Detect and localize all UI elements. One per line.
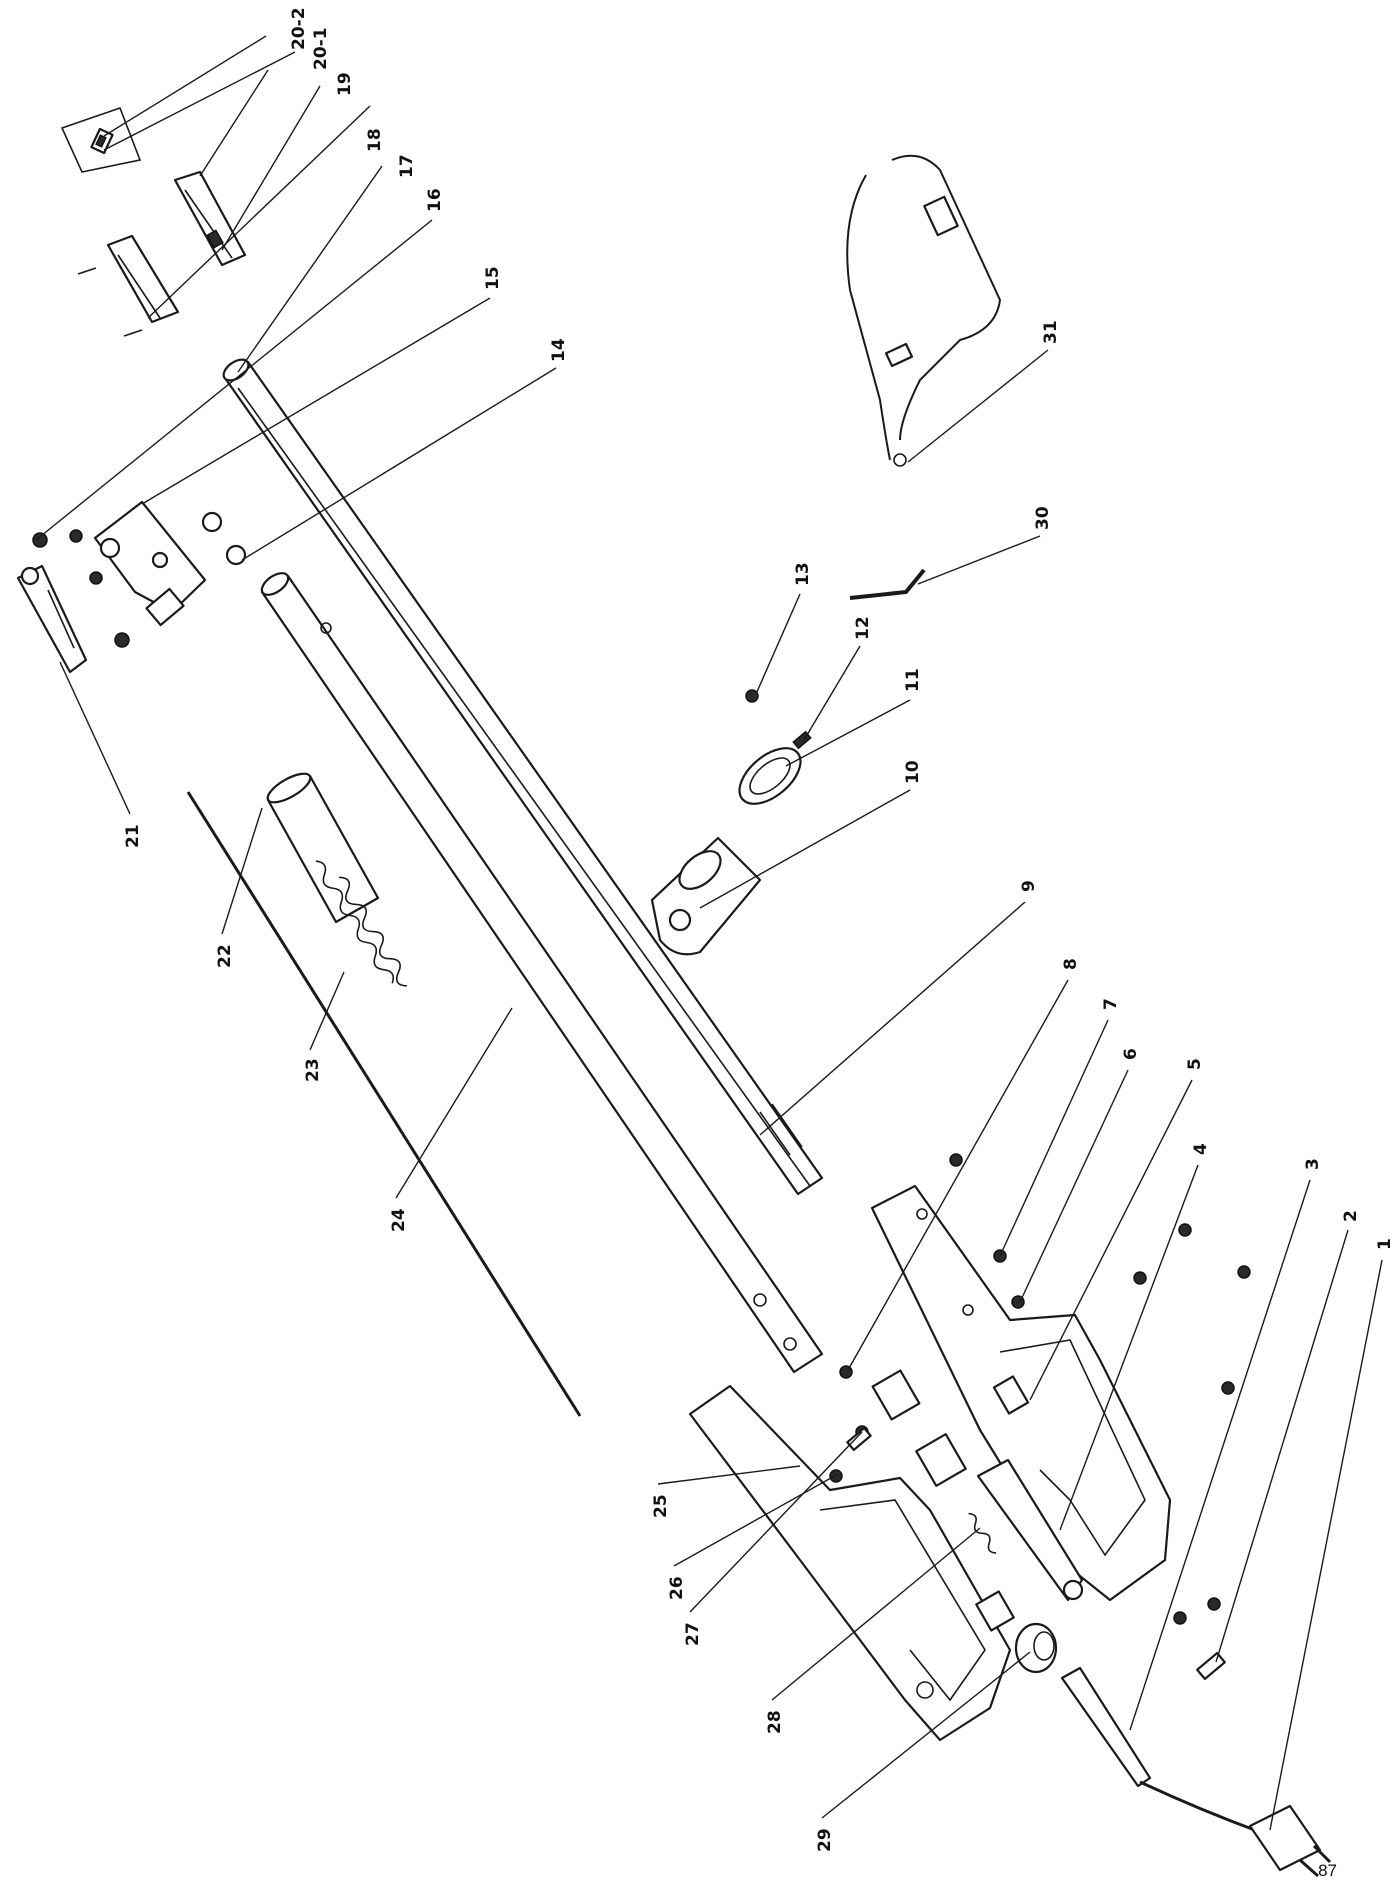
part-17-housing	[77, 234, 180, 337]
callout-18: 18	[365, 128, 385, 152]
part-10-clamp	[650, 836, 762, 956]
handle-screws	[829, 1153, 1251, 1625]
callout-25: 25	[651, 1494, 671, 1518]
callout-22: 22	[215, 944, 235, 968]
callout-23: 23	[303, 1058, 323, 1082]
callout-16: 16	[425, 188, 445, 212]
callout-11: 11	[903, 668, 923, 692]
callout-30: 30	[1033, 506, 1053, 530]
part-30-hex-key	[849, 568, 926, 600]
callout-31: 31	[1041, 320, 1061, 344]
head-screws	[32, 529, 130, 648]
part-7-8-switch	[839, 1365, 967, 1487]
part-14-spacers	[201, 511, 247, 566]
callout-9: 9	[1019, 880, 1039, 892]
callout-14: 14	[549, 338, 569, 362]
part-2-cord-clamp	[1196, 1651, 1226, 1681]
part-12-13-bolt-nut	[745, 689, 812, 750]
part-25-handle-housing	[688, 1384, 1015, 1742]
callout-1: 1	[1375, 1238, 1395, 1250]
part-19-cover	[173, 170, 247, 267]
page-number: 87	[1318, 1861, 1337, 1880]
callout-6: 6	[1121, 1048, 1141, 1060]
part-24-lower-tube	[260, 572, 824, 1374]
callout-24: 24	[389, 1208, 409, 1232]
callout-12: 12	[853, 616, 873, 640]
part-16-long-tube	[222, 358, 824, 1196]
callout-8: 8	[1061, 958, 1081, 970]
callout-26: 26	[667, 1576, 687, 1600]
part-4-trigger	[976, 1458, 1084, 1602]
callout-29: 29	[815, 1828, 835, 1852]
callout-15: 15	[483, 266, 503, 290]
part-31-shoulder-strap	[846, 154, 1002, 467]
callout-20-1: 20-1	[311, 27, 331, 70]
part-15-head-bracket	[93, 500, 207, 627]
part-11-clamp-ring	[738, 747, 802, 805]
part-29-cap	[1014, 1622, 1058, 1674]
part-1-power-cord-plug	[1139, 1780, 1332, 1878]
part-3-strain-relief	[1060, 1666, 1152, 1788]
callout-20-2: 20-2	[289, 7, 309, 50]
leader-lines	[35, 35, 1383, 1831]
callout-7: 7	[1101, 998, 1121, 1010]
part-23-drive-shaft	[186, 791, 582, 1417]
callout-labels: 1 2 3 4 5 6 7 8 9 10 11 12 13 14 15 16 1…	[123, 7, 1395, 1852]
part-20-label-sheet	[60, 106, 142, 173]
callout-28: 28	[765, 1710, 785, 1734]
part-22-grip-sleeve	[266, 772, 380, 924]
callout-3: 3	[1303, 1158, 1323, 1170]
callout-10: 10	[903, 760, 923, 784]
callout-17: 17	[397, 154, 417, 178]
callout-13: 13	[793, 562, 813, 586]
callout-27: 27	[683, 1622, 703, 1646]
callout-19: 19	[335, 72, 355, 96]
part-21-blade-guard	[16, 564, 88, 674]
callout-4: 4	[1191, 1143, 1211, 1155]
callout-21: 21	[123, 824, 143, 848]
callout-5: 5	[1185, 1058, 1205, 1070]
callout-2: 2	[1341, 1210, 1361, 1222]
